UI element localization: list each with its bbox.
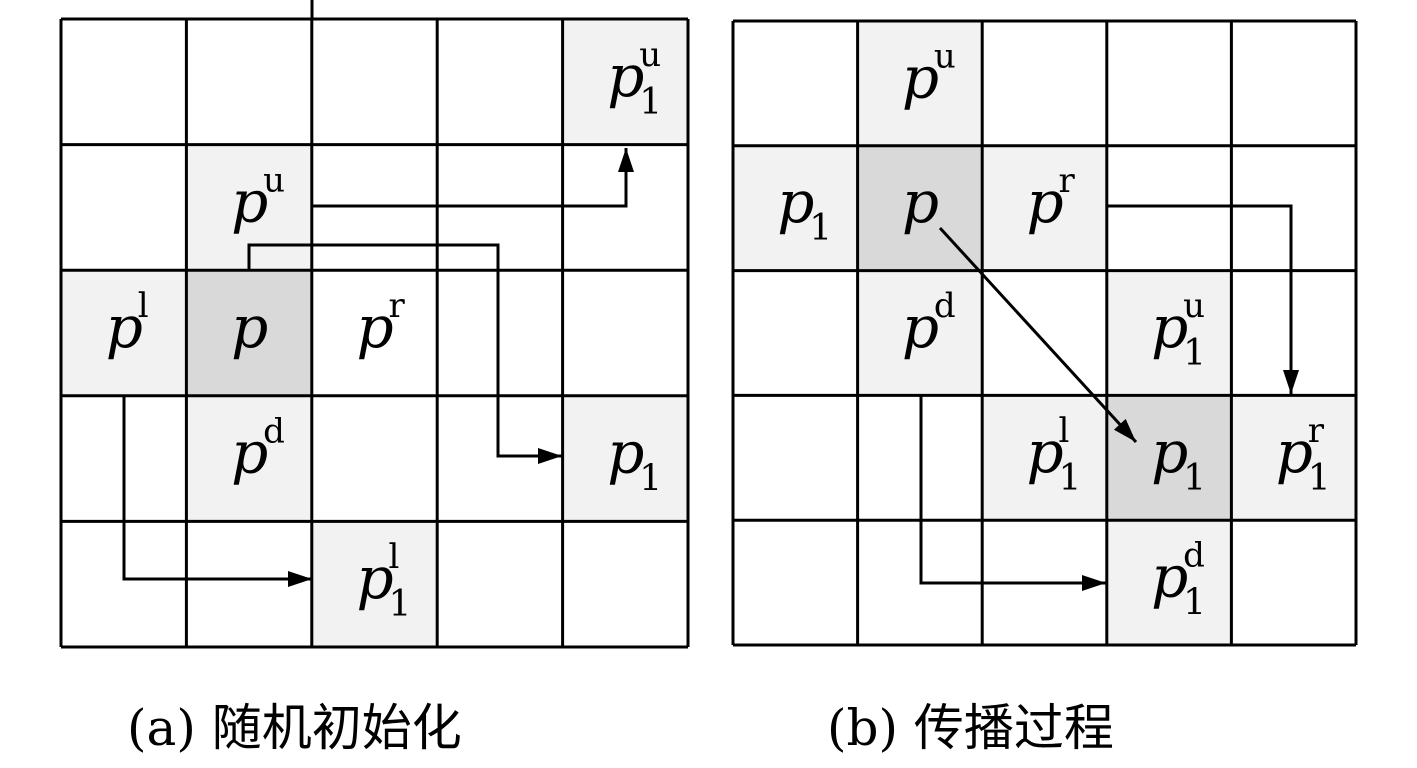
panel-b-cell-label-2-1: pd <box>902 286 956 361</box>
panel-b-cell-shade-0-1 <box>857 21 983 146</box>
cell-label-sub: 1 <box>809 208 832 249</box>
panel-b-cell-shade-3-2 <box>982 395 1107 521</box>
cell-label-base: p <box>902 293 939 361</box>
arrow-p-to-p1-diagonal <box>938 226 1138 444</box>
cell-label-sup: u <box>263 160 285 200</box>
panel-a-cell-shade-2-0 <box>61 270 187 396</box>
cell-label-sup: d <box>1183 536 1205 576</box>
cell-label-sup: l <box>138 286 149 326</box>
cell-label-sup: l <box>1059 411 1070 451</box>
cell-label-base: p <box>777 168 814 236</box>
panel-a-cell-shade-4-2 <box>311 521 438 647</box>
panel-b-cell-label-1-1: p <box>902 168 939 236</box>
cell-label-base: p <box>357 293 394 361</box>
cell-label-sup: d <box>934 286 956 326</box>
panel-b-grid <box>731 19 1358 647</box>
panel-a-cell-shade-3-4 <box>562 395 688 522</box>
panel-b-arrows <box>919 204 1299 591</box>
cell-label-sub: 1 <box>1308 458 1331 499</box>
panel-a-cell-label-2-0: pl <box>106 286 149 361</box>
panel-b-cell-shading <box>733 21 1356 645</box>
cell-label-sup: r <box>389 286 406 326</box>
panel-b-cell-shade-2-1 <box>857 270 983 396</box>
panel-a-cell-shading <box>61 19 688 647</box>
panel-b-cell-label-2-3: pu 1 <box>1151 286 1206 374</box>
cell-label-base: p <box>902 43 939 111</box>
panel-b-caption: (b) 传播过程 <box>827 699 1114 757</box>
panel-a-cell-label-3-4: p1 <box>607 419 662 500</box>
cell-label-sub: 1 <box>1183 458 1206 499</box>
panel-a-cell-label-2-1: p <box>231 293 268 361</box>
panel-a-cell-label-3-1: pd <box>231 412 285 487</box>
panel-a-cell-label-1-1: pu <box>231 160 285 235</box>
cell-label-sub: 1 <box>1183 583 1206 624</box>
cell-label-base: p <box>1151 543 1188 611</box>
arrow-pu-to-p1u <box>312 148 634 208</box>
cell-label-base: p <box>357 544 394 612</box>
cell-label-sup: u <box>1183 286 1205 326</box>
cell-label-base: p <box>1027 168 1064 236</box>
cell-label-base: p <box>1151 293 1188 361</box>
cell-label-sub: 1 <box>639 459 662 500</box>
arrow-pr-to-p1r <box>1107 204 1299 394</box>
cell-label-base: p <box>607 419 644 487</box>
cell-label-base: p <box>1151 418 1188 486</box>
panel-b-cell-shade-2-3 <box>1106 270 1232 396</box>
panel-b-cell-label-1-0: p1 <box>777 168 832 249</box>
cell-label-base: p <box>106 293 143 361</box>
cell-label-base: p <box>1276 418 1313 486</box>
panel-a-cell-label-0-4: pu 1 <box>607 35 662 123</box>
panel-b-cell-label-0-1: pu <box>902 36 956 111</box>
panel-a-cell-shade-3-1 <box>186 395 312 522</box>
cell-label-sub: 1 <box>639 82 662 123</box>
panel-a-cell-shade-0-4 <box>562 19 688 145</box>
arrow-p-to-p1 <box>247 243 562 464</box>
cell-label-base: p <box>902 168 939 236</box>
panel-a-caption: (a) 随机初始化 <box>127 699 462 757</box>
panel-a-arrows <box>122 148 634 587</box>
panel-b-cell-shade-1-2 <box>982 145 1107 271</box>
panel-b-cell-shade-1-0 <box>733 145 858 271</box>
cell-label-sub: 1 <box>389 584 412 625</box>
panel-a-cell-shade-2-1 <box>186 270 312 396</box>
cell-label-sup: u <box>639 35 661 75</box>
panel-b-cell-label-3-3: p1 <box>1151 418 1206 499</box>
arrow-pd-to-p1d <box>919 396 1106 591</box>
cell-label-base: p <box>231 419 268 487</box>
panel-b-cell-label-3-4: pr 1 <box>1276 411 1331 499</box>
panel-b-cell-label-4-3: pd 1 <box>1151 536 1206 624</box>
cell-label-base: p <box>607 42 644 110</box>
cell-label-sup: r <box>1059 161 1076 201</box>
cell-label-sub: 1 <box>1183 333 1206 374</box>
cell-label-sup: l <box>389 537 400 577</box>
cell-label-sup: u <box>934 36 956 76</box>
panel-a-cell-label-4-2: pl 1 <box>357 537 412 625</box>
cell-label-base: p <box>231 167 268 235</box>
panel-a-grid <box>59 17 690 649</box>
cell-label-sup: d <box>263 412 285 452</box>
panel-b-cell-shade-4-3 <box>1106 520 1232 645</box>
cell-label-base: p <box>231 293 268 361</box>
cell-label-sub: 1 <box>1059 458 1082 499</box>
panel-b-cell-shade-3-3 <box>1106 395 1232 521</box>
panel-b-cell-shade-3-4 <box>1231 395 1356 521</box>
arrow-pl-to-p1l <box>122 396 312 587</box>
panel-a-cell-label-2-2: pr <box>357 286 406 361</box>
cell-label-sup: r <box>1308 411 1325 451</box>
panel-b-cell-label-3-2: pl 1 <box>1027 411 1082 499</box>
panel-b-cell-label-1-2: pr <box>1027 161 1076 236</box>
cell-label-base: p <box>1027 418 1064 486</box>
